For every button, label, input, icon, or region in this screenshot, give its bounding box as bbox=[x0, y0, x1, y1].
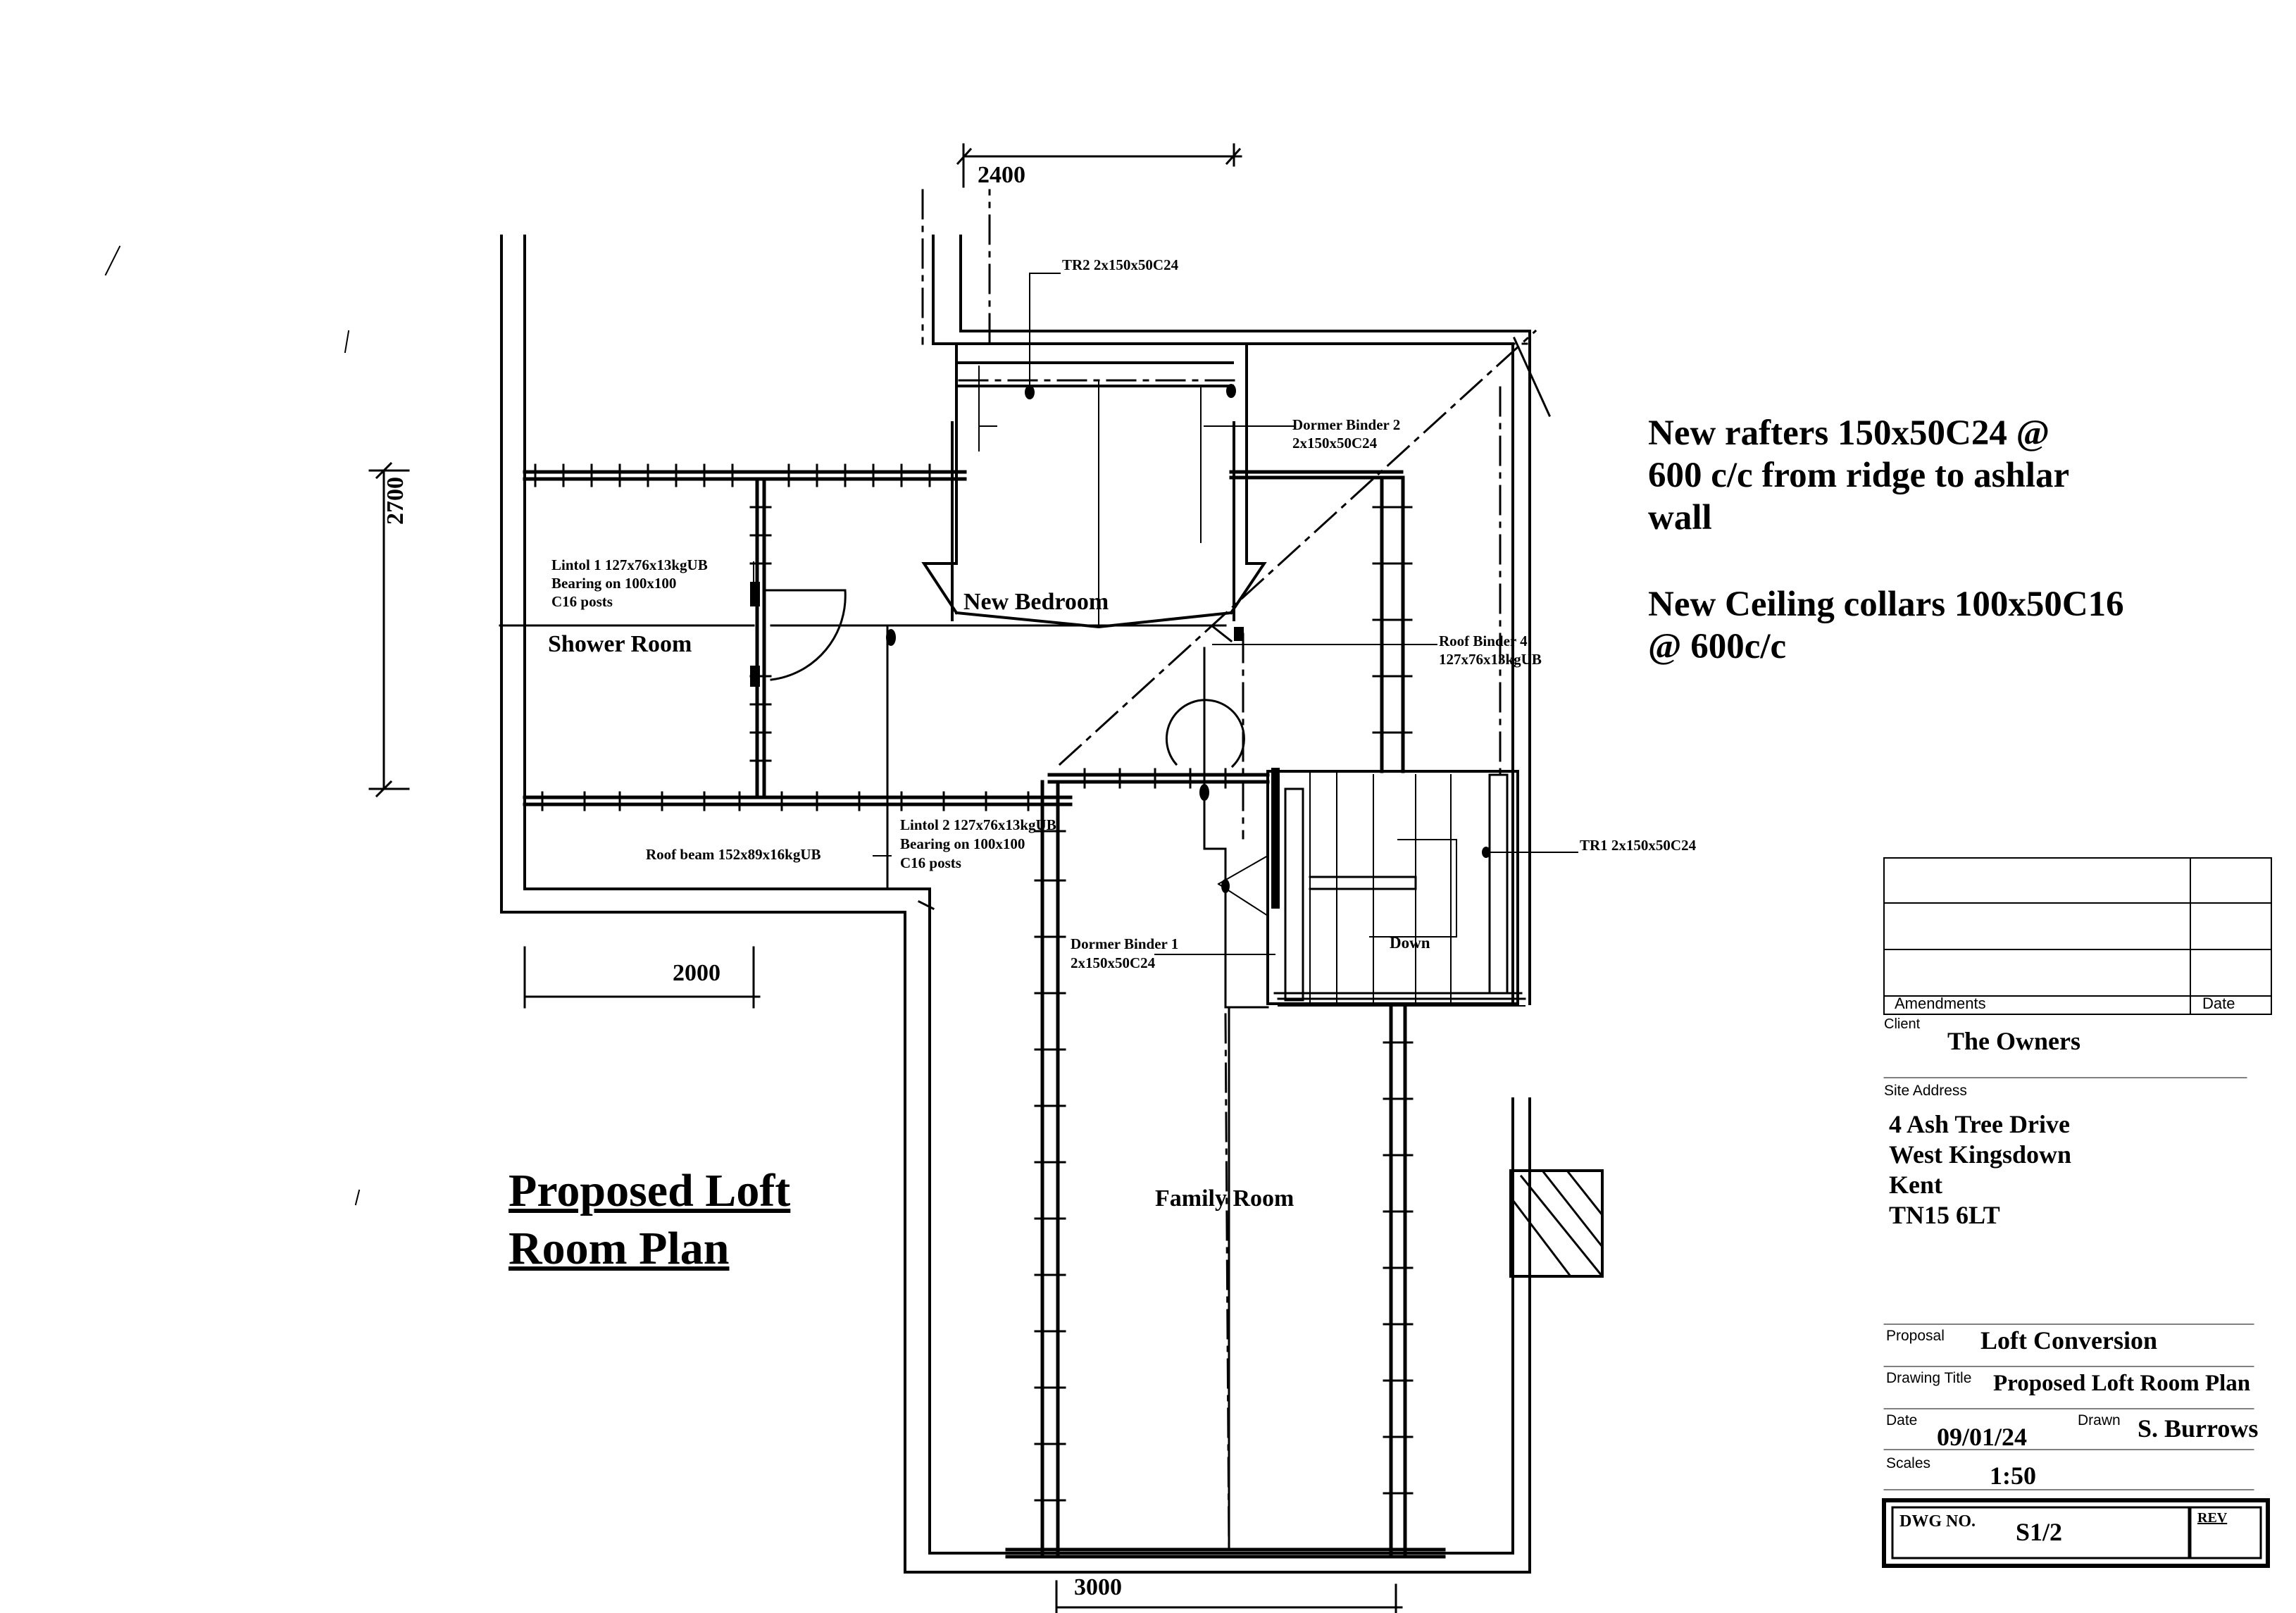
collars-note-line-2: @ 600c/c bbox=[1648, 627, 1787, 666]
outer-walls bbox=[500, 235, 1531, 1574]
scales-label: Scales bbox=[1886, 1455, 1931, 1471]
tr2-label: TR2 2x150x50C24 bbox=[1062, 256, 1179, 273]
lintol-1-label-b: Bearing on 100x100 bbox=[551, 575, 677, 592]
collars-note-line-1: New Ceiling collars 100x50C16 bbox=[1648, 585, 2124, 624]
tr1-label: TR1 2x150x50C24 bbox=[1580, 837, 1697, 854]
dwg-no-label: DWG NO. bbox=[1899, 1512, 1976, 1531]
lintol-2-label-a: Lintol 2 127x76x13kgUB bbox=[900, 816, 1056, 833]
amendments-label: Amendments bbox=[1895, 995, 1986, 1012]
title-block-frame bbox=[1882, 857, 2272, 1568]
drawing-title-line-2: Room Plan bbox=[509, 1223, 730, 1274]
center-lines bbox=[921, 189, 1537, 1551]
site-address-label: Site Address bbox=[1884, 1083, 1967, 1099]
address-line-4: TN15 6LT bbox=[1889, 1201, 2000, 1229]
leader-lines bbox=[753, 273, 1578, 955]
dimension-left: 2700 bbox=[382, 477, 408, 525]
address-line-1: 4 Ash Tree Drive bbox=[1889, 1110, 2070, 1138]
drawing-title-label: Drawing Title bbox=[1886, 1370, 1972, 1386]
dormer-binder-2-label-a: Dormer Binder 2 bbox=[1292, 416, 1401, 433]
lintol-2-label-c: C16 posts bbox=[900, 854, 961, 871]
roof-binder-4-label-b: 127x76x13kgUB bbox=[1439, 651, 1542, 668]
dimension-lines bbox=[368, 143, 1403, 1613]
client-label: Client bbox=[1884, 1016, 1921, 1032]
dwg-no-value: S1/2 bbox=[2016, 1518, 2063, 1546]
hip-lines bbox=[917, 337, 1551, 911]
dimension-bottom: 3000 bbox=[1074, 1574, 1122, 1600]
dormer-binder-1-label-b: 2x150x50C24 bbox=[1071, 954, 1156, 971]
stairwell bbox=[1217, 770, 1526, 1007]
proposal-label: Proposal bbox=[1886, 1328, 1945, 1344]
room-label-family: Family Room bbox=[1155, 1185, 1294, 1212]
rafters-note-line-3: wall bbox=[1648, 498, 1712, 537]
scan-marks bbox=[104, 245, 361, 1206]
drawing-title-value: Proposed Loft Room Plan bbox=[1993, 1371, 2251, 1396]
joist-ticks bbox=[534, 463, 1414, 1502]
stair-down-label: Down bbox=[1390, 934, 1430, 952]
address-line-2: West Kingsdown bbox=[1889, 1140, 2072, 1169]
lintol-1-label-a: Lintol 1 127x76x13kgUB bbox=[551, 556, 708, 573]
amendments-date-label: Date bbox=[2202, 995, 2235, 1012]
roof-beam-label: Roof beam 152x89x16kgUB bbox=[646, 846, 821, 863]
room-label-shower: Shower Room bbox=[548, 631, 692, 657]
dimension-top: 2400 bbox=[978, 162, 1025, 188]
drawing-title-line-1: Proposed Loft bbox=[509, 1165, 791, 1216]
bedroom-dormer bbox=[921, 344, 1267, 629]
rafters-note-line-1: New rafters 150x50C24 @ bbox=[1648, 413, 2050, 453]
dormer-binder-1-label-a: Dormer Binder 1 bbox=[1071, 935, 1179, 952]
lintol-2-label-b: Bearing on 100x100 bbox=[900, 835, 1025, 852]
dormer-binder-2-label-b: 2x150x50C24 bbox=[1292, 435, 1378, 451]
rev-label: REV bbox=[2197, 1510, 2228, 1526]
chimney bbox=[1509, 1169, 1604, 1278]
drawn-label: Drawn bbox=[2078, 1412, 2121, 1428]
posts bbox=[750, 384, 1490, 909]
internal-walls bbox=[499, 624, 1269, 1547]
address-line-3: Kent bbox=[1889, 1171, 1942, 1199]
room-label-bedroom: New Bedroom bbox=[963, 589, 1109, 615]
client-value: The Owners bbox=[1947, 1027, 2080, 1055]
proposal-value: Loft Conversion bbox=[1980, 1326, 2157, 1354]
scale-value: 1:50 bbox=[1990, 1462, 2036, 1490]
drawn-value: S. Burrows bbox=[2138, 1414, 2259, 1443]
date-value: 09/01/24 bbox=[1937, 1423, 2028, 1451]
lintol-1-label-c: C16 posts bbox=[551, 593, 613, 610]
dimension-bottom-left: 2000 bbox=[673, 960, 720, 986]
date-label: Date bbox=[1886, 1412, 1918, 1428]
joists bbox=[523, 470, 1446, 1559]
rafters-note-line-2: 600 c/c from ridge to ashlar bbox=[1648, 456, 2070, 495]
roof-binder-4-label-a: Roof Binder 4 bbox=[1439, 633, 1528, 649]
